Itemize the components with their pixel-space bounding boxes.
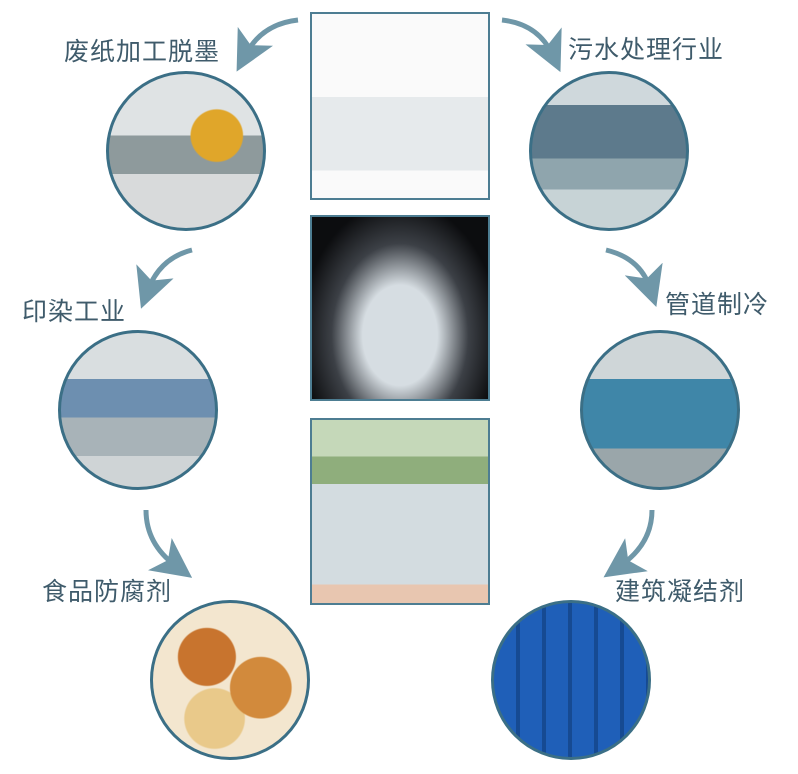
arrow-icon	[136, 247, 193, 309]
flask-liquid-photo	[310, 215, 490, 401]
textile-dyeing-photo	[58, 330, 218, 490]
label-refrigeration: 管道制冷	[665, 290, 770, 319]
wastewater-treatment-photo	[529, 71, 689, 231]
pipe-refrigeration-photo	[580, 330, 740, 490]
label-wastewater: 污水处理行业	[568, 35, 725, 64]
arrow-icon	[236, 17, 299, 72]
glass-liquid-photo	[310, 418, 490, 605]
label-construction: 建筑凝结剂	[615, 577, 746, 606]
arrow-icon	[605, 247, 663, 307]
waste-paper-recycling-photo	[106, 71, 266, 231]
beaker-liquid-photo	[310, 12, 490, 200]
arrow-icon	[501, 17, 562, 73]
arrow-icon	[143, 509, 193, 578]
label-food-preservative: 食品防腐剂	[42, 577, 173, 606]
label-dyeing: 印染工业	[22, 297, 127, 326]
baked-cakes-photo	[150, 600, 310, 760]
blue-chemical-drums-photo	[491, 600, 651, 760]
label-waste-paper: 废纸加工脱墨	[64, 37, 221, 66]
arrow-icon	[603, 509, 655, 578]
